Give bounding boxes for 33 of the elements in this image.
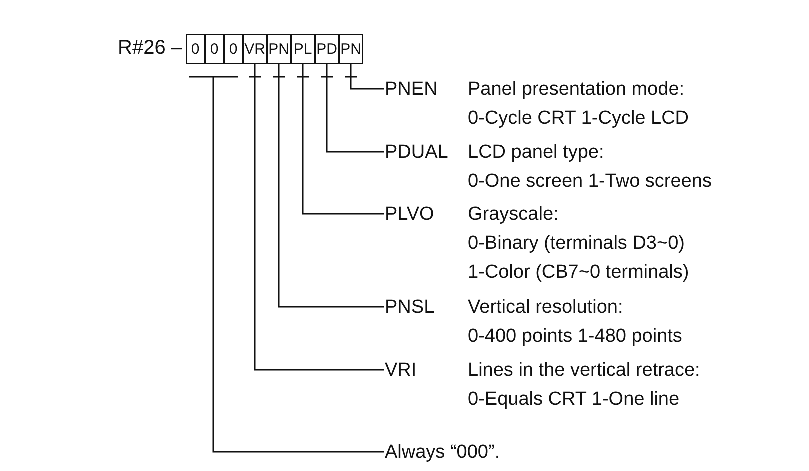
field-name: PNEN [385, 78, 439, 100]
leader-line [248, 63, 385, 371]
leader-line [296, 63, 385, 215]
leader-line [320, 63, 385, 153]
field-description: Vertical resolution: [468, 296, 624, 318]
field-description: 0-400 points 1-480 points [468, 326, 682, 348]
leader-line [212, 77, 384, 453]
field-description: Always “000”. [385, 442, 500, 464]
field-name: PNSL [385, 296, 436, 318]
register-bit-cell: PN [267, 34, 291, 64]
register-name: R#26 – [118, 37, 182, 60]
field-description: 0-One screen 1-Two screens [468, 170, 712, 192]
field-description: LCD panel type: [468, 142, 606, 164]
register-bit-cell: 0 [224, 34, 243, 64]
leader-line [344, 63, 385, 90]
field-description: 0-Cycle CRT 1-Cycle LCD [468, 108, 690, 130]
field-description: 0-Binary (terminals D3~0) [468, 232, 686, 254]
field-name: PLVO [385, 204, 436, 226]
register-bit-cell: 0 [205, 34, 224, 64]
register-bit-cell: PL [291, 34, 315, 64]
field-name: VRI [385, 360, 418, 382]
register-bit-cell: PN [339, 34, 363, 64]
leader-line [272, 63, 385, 308]
field-description: Lines in the vertical retrace: [468, 360, 700, 382]
register-bit-cell: 0 [186, 34, 205, 64]
register-bit-cell: PD [315, 34, 339, 64]
field-description: 1-Color (CB7~0 terminals) [468, 262, 690, 284]
register-bit-cell: VR [243, 34, 267, 64]
field-description: 0-Equals CRT 1-One line [468, 388, 681, 410]
field-description: Panel presentation mode: [468, 78, 686, 100]
field-description: Grayscale: [468, 204, 560, 226]
field-name: PDUAL [385, 142, 450, 164]
bracket-line [189, 76, 238, 78]
